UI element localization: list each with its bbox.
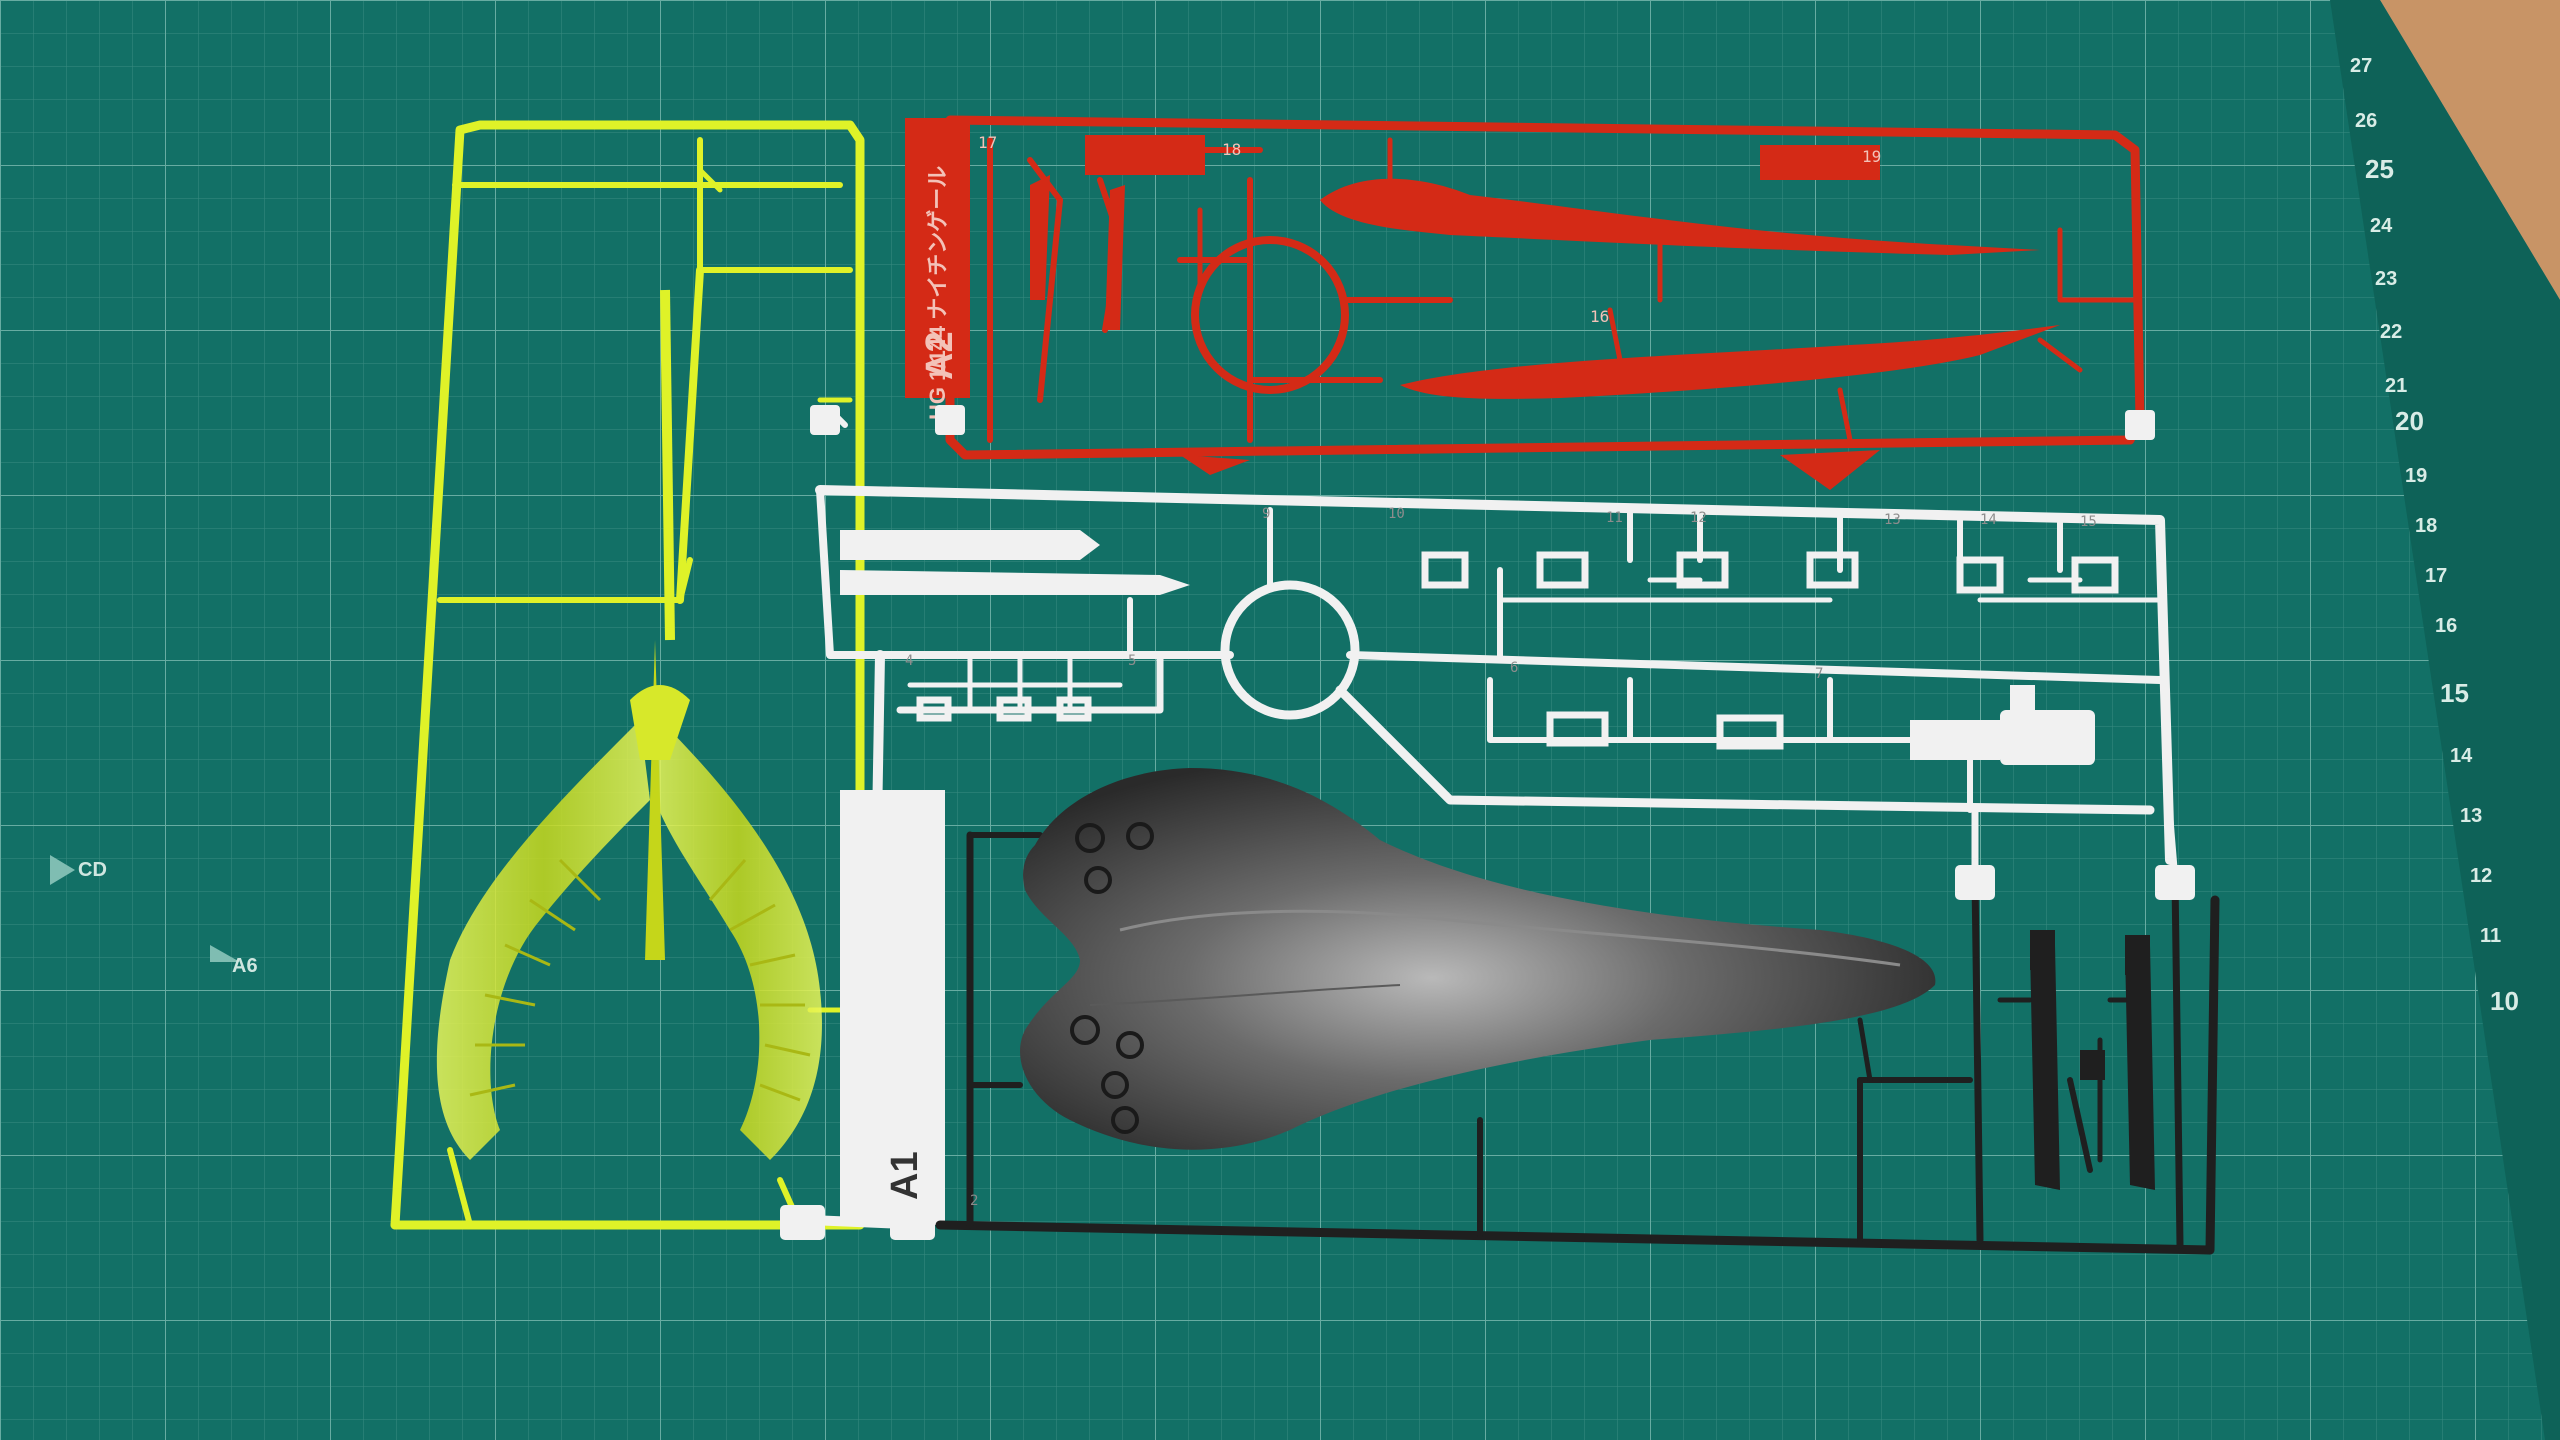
white-part-number: 6 [1510,660,1518,676]
white-part-rod-upper [840,530,1100,560]
ruler-number: 21 [2385,375,2407,397]
white-part-number: 5 [1128,653,1136,669]
black-fin-left [2030,945,2060,1190]
white-frame-parts [916,551,2119,756]
red-sprue-tag-plate [905,118,970,398]
black-parts [2030,930,2155,1190]
red-part-number: 19 [1862,147,1881,166]
mat-marking-cd: CD [50,855,107,885]
white-sprue [805,407,2179,1230]
red-sprue-lettering: A2 HG 1/144 ナイチンゲール 17 18 19 16 [919,133,1881,420]
white-part-11 [1536,551,1589,589]
ruler-number: 24 [2370,215,2393,237]
ruler-number: 11 [2480,925,2501,947]
red-part-number: 16 [1590,307,1609,326]
ruler-number: 25 [2365,154,2394,184]
white-part-number: 7 [1815,666,1823,682]
black-sprue-lettering: 2 [970,1193,978,1209]
white-part-12 [1676,551,1729,589]
yellow-sprue [390,120,865,1230]
mat-border-ruler [2330,0,2560,1440]
white-sprue-gates [780,405,2195,1240]
white-runner-top [815,485,2175,865]
black-part-small [2080,1050,2105,1080]
white-sprue-tag: A1 [884,1151,926,1200]
red-part-17 [1085,135,1205,175]
ruler-number: 20 [2395,406,2424,436]
ruler-number: 15 [2440,678,2469,708]
white-part-number: 12 [1690,510,1707,526]
ruler-numbers: 27 26 25 24 23 22 21 20 19 18 17 16 15 1… [2350,55,2519,1016]
white-part-13 [1806,551,1859,589]
ruler-number: 26 [2355,110,2377,132]
ruler-number: 17 [2425,565,2447,587]
red-blade-lower [1400,325,2060,399]
black-part-number: 2 [970,1193,978,1209]
white-part-15 [2071,556,2119,594]
ruler-number: 13 [2460,805,2482,827]
white-sprue-plate [840,795,945,1225]
yellow-runner-frame [390,120,865,1230]
mat-label-cd: CD [78,859,107,881]
red-part-under [1780,450,1880,490]
white-part-block [2000,710,2095,765]
ruler-number: 18 [2415,515,2437,537]
ruler-number: 12 [2470,865,2492,887]
white-part-number: 11 [1606,510,1623,526]
white-runner-ring [1220,580,1360,720]
red-parts [905,118,2060,490]
white-part-7 [1716,714,1784,750]
black-runner-frame [935,895,2220,1255]
ruler-number: 10 [2490,986,2519,1016]
black-sprue [935,831,2220,1255]
red-part-19 [1760,145,1880,180]
white-part-10 [1421,551,1469,589]
black-fin-right [2125,945,2155,1190]
white-part-6 [1546,711,1609,747]
ruler-number: 16 [2435,615,2457,637]
white-part-14 [1956,556,2004,594]
white-part-number: 13 [1884,512,1901,528]
ruler-number: 22 [2380,321,2402,343]
red-sprue-text: HG 1/144 ナイチンゲール [925,166,950,420]
ruler-number: 14 [2450,745,2473,767]
dark-hull-part [1020,768,1936,1150]
white-sprue-lettering: A1 9 10 11 12 13 14 15 4 5 6 7 [884,506,2097,1200]
mat-label-a6: A6 [232,955,258,977]
red-runner-ring [1191,236,1349,394]
yellow-wing-part [436,289,822,1160]
white-part-number: 14 [1980,512,1997,528]
red-sprue-tag: A2 [919,331,961,380]
red-part-number: 17 [978,133,997,152]
red-part-number: 18 [1222,140,1241,159]
white-part-rod-lower [840,570,1190,595]
white-part-number: 9 [1262,506,1270,522]
red-blade-upper [1320,178,2040,255]
white-part-number: 10 [1388,506,1405,522]
white-part-number: 4 [905,653,913,669]
ruler-number: 23 [2375,268,2397,290]
ruler-number: 19 [2405,465,2427,487]
ruler-number: 27 [2350,55,2372,77]
mat-marking-a6: A6 [210,945,258,977]
white-part-number: 15 [2080,514,2097,530]
